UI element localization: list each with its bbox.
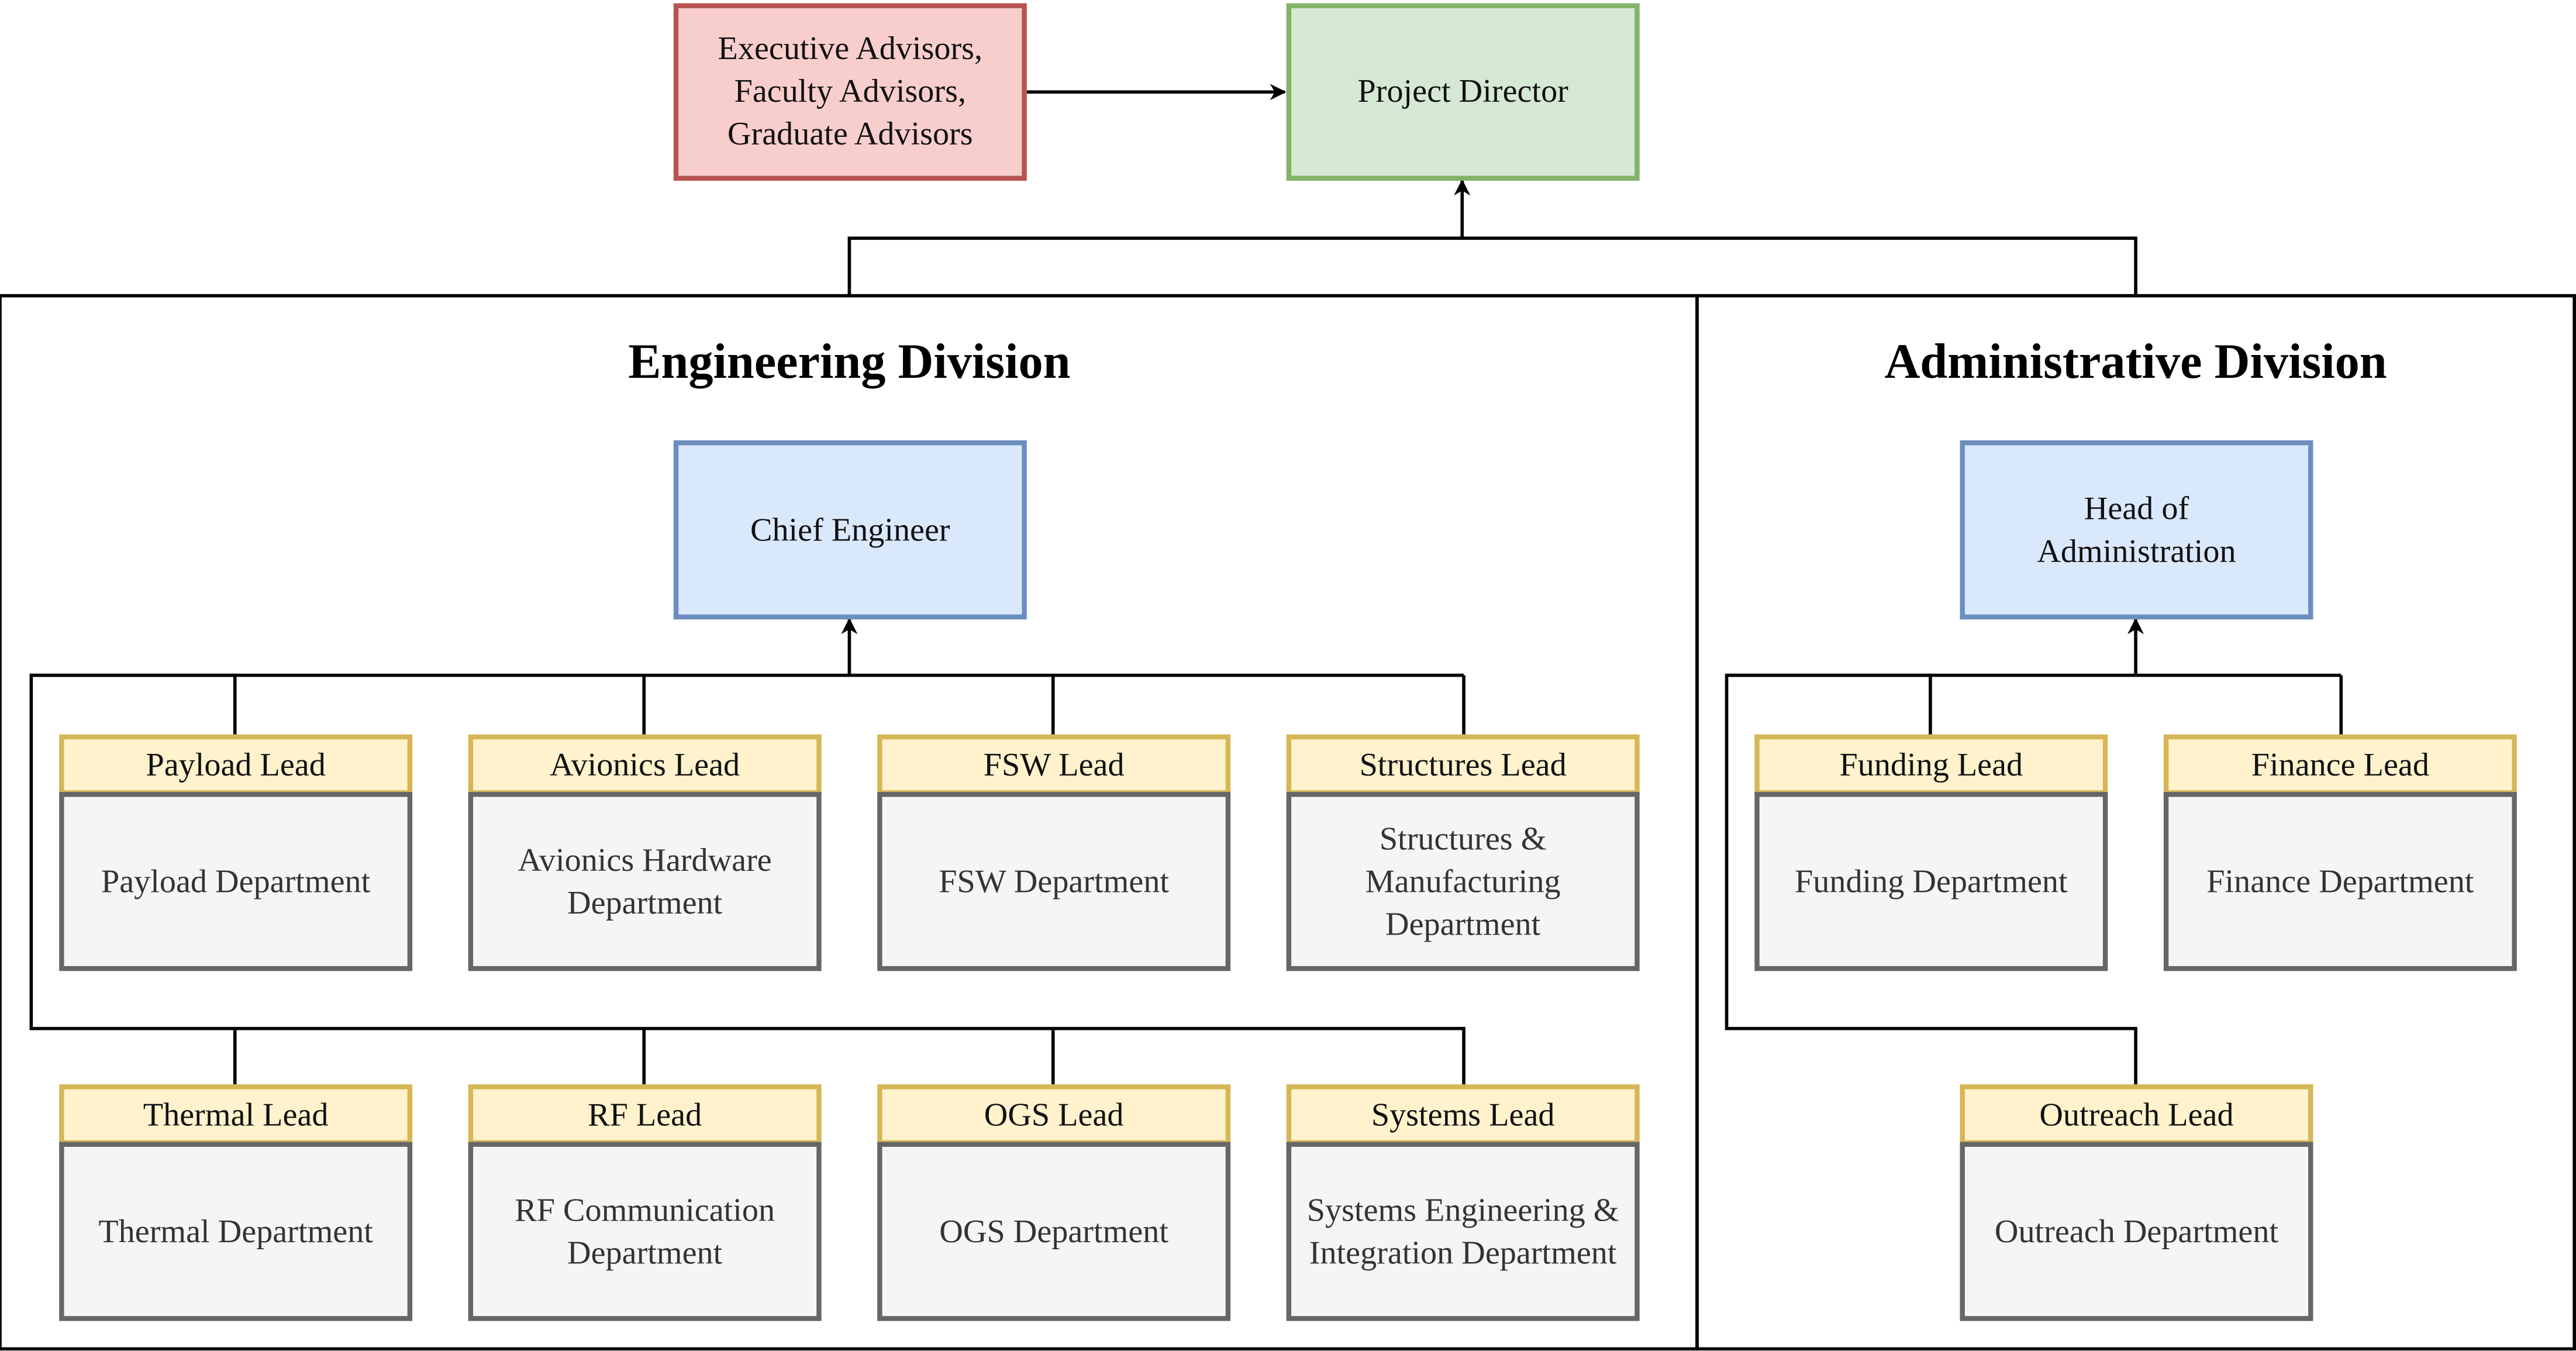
outreach-department-box: Outreach Department — [1960, 1142, 2313, 1321]
lead-label: Avionics Lead — [550, 746, 740, 783]
finance-lead-box: Finance Lead — [2163, 734, 2517, 795]
lead-label: FSW Lead — [983, 746, 1125, 783]
admin-bus — [1725, 673, 2137, 1085]
chief-engineer-box: Chief Engineer — [673, 440, 1027, 620]
avionics-hardware-department-box: Avionics Hardware Department — [468, 792, 822, 971]
fsw-lead-box: FSW Lead — [877, 734, 1231, 795]
department-label: Finance Department — [2206, 863, 2474, 900]
department-label: Payload Department — [101, 863, 371, 900]
funding-department-box: Funding Department — [1754, 792, 2108, 971]
department-label: Structures & Manufacturing Department — [1365, 821, 1561, 943]
ogs-lead-box: OGS Lead — [877, 1084, 1231, 1146]
systems-engineering-department-box: Systems Engineering & Integration Depart… — [1286, 1142, 1640, 1321]
lead-label: Structures Lead — [1359, 746, 1567, 783]
rf-lead-box: RF Lead — [468, 1084, 822, 1146]
lead-label: OGS Lead — [984, 1097, 1124, 1133]
engineering-division-title: Engineering Division — [628, 335, 1071, 390]
department-label: Avionics Hardware Department — [518, 842, 772, 921]
project-director-box: Project Director — [1286, 3, 1640, 181]
chief-engineer-label: Chief Engineer — [750, 512, 950, 548]
department-label: FSW Department — [939, 863, 1170, 900]
funding-lead-box: Funding Lead — [1754, 734, 2108, 795]
lead-label: Systems Lead — [1371, 1097, 1555, 1133]
lead-label: Payload Lead — [146, 746, 326, 783]
lead-label: Funding Lead — [1839, 746, 2023, 783]
department-label: OGS Department — [939, 1213, 1168, 1250]
department-label: Outreach Department — [1994, 1213, 2279, 1250]
thermal-department-box: Thermal Department — [59, 1142, 413, 1321]
outreach-lead-box: Outreach Lead — [1960, 1084, 2313, 1146]
lead-label: RF Lead — [588, 1097, 702, 1133]
administrative-division-title: Administrative Division — [1884, 335, 2387, 390]
avionics-lead-box: Avionics Lead — [468, 734, 822, 795]
department-label: Funding Department — [1795, 863, 2068, 900]
rf-communication-department-box: RF Communication Department — [468, 1142, 822, 1321]
divisions-to-director-connector — [847, 236, 2137, 296]
project-director-label: Project Director — [1357, 74, 1568, 111]
department-label: RF Communication Department — [515, 1192, 775, 1271]
lead-label: Thermal Lead — [143, 1097, 329, 1133]
payload-lead-box: Payload Lead — [59, 734, 413, 795]
structures-lead-box: Structures Lead — [1286, 734, 1640, 795]
ogs-department-box: OGS Department — [877, 1142, 1231, 1321]
fsw-department-box: FSW Department — [877, 792, 1231, 971]
finance-department-box: Finance Department — [2163, 792, 2517, 971]
department-label: Systems Engineering & Integration Depart… — [1306, 1192, 1619, 1271]
head-of-administration-box: Head of Administration — [1960, 440, 2313, 620]
head-of-administration-label: Head of Administration — [2037, 490, 2236, 570]
advisors-box: Executive Advisors, Faculty Advisors, Gr… — [673, 3, 1027, 181]
lead-label: Outreach Lead — [2039, 1097, 2234, 1133]
lead-label: Finance Lead — [2251, 746, 2429, 783]
engineering-bus — [29, 673, 1465, 1085]
administrative-division-frame — [1695, 294, 2576, 1351]
payload-department-box: Payload Department — [59, 792, 413, 971]
structures-manufacturing-department-box: Structures & Manufacturing Department — [1286, 792, 1640, 971]
thermal-lead-box: Thermal Lead — [59, 1084, 413, 1146]
advisors-label: Executive Advisors, Faculty Advisors, Gr… — [718, 31, 983, 153]
department-label: Thermal Department — [98, 1213, 373, 1250]
systems-lead-box: Systems Lead — [1286, 1084, 1640, 1146]
